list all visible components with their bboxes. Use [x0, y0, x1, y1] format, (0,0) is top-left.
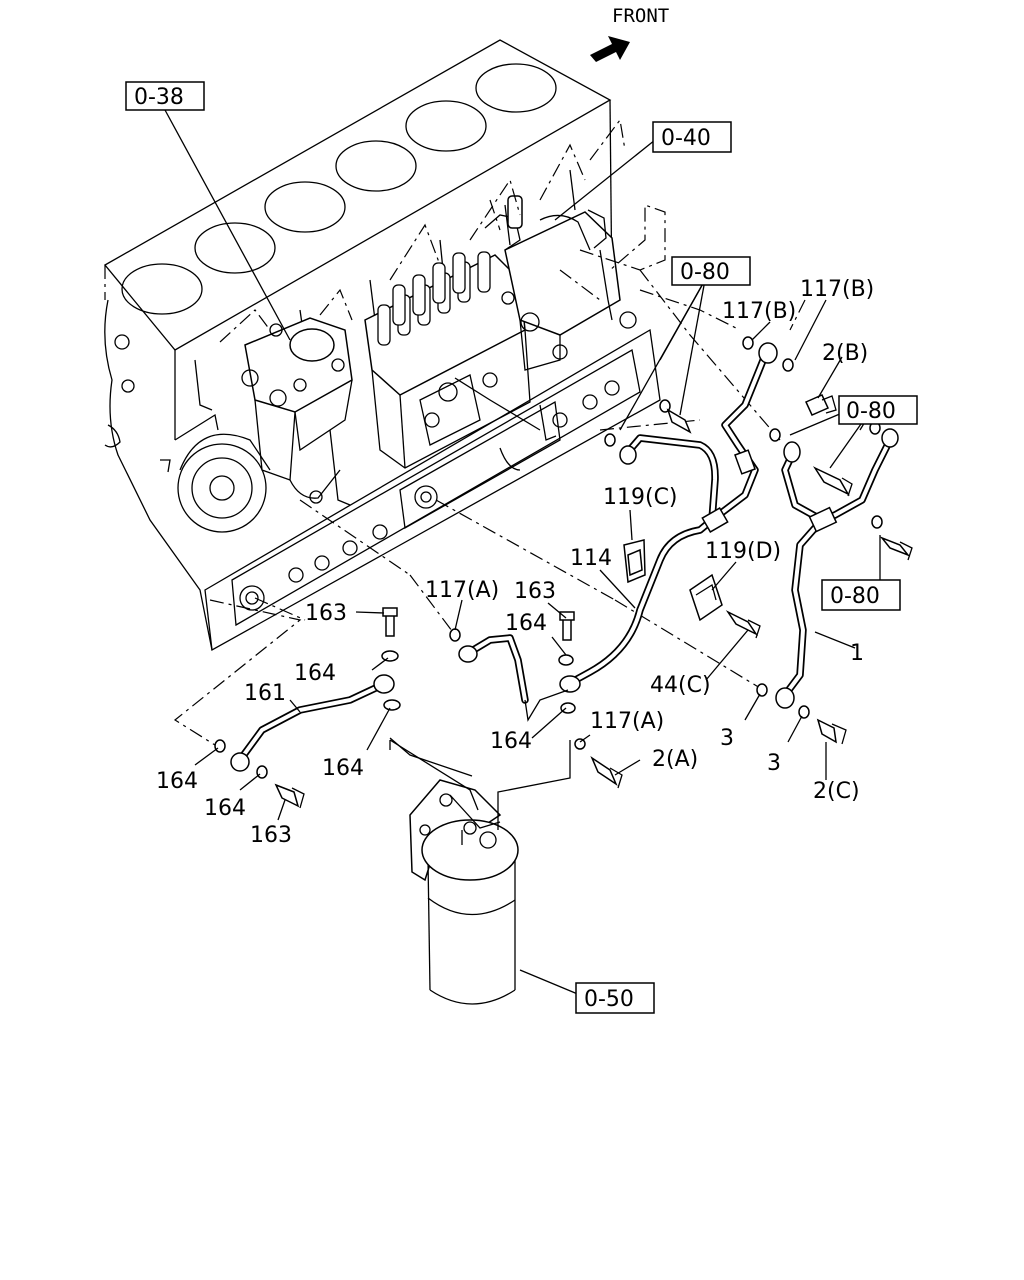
ref-box-0-80-a: 0-80: [671, 256, 751, 286]
pipe-filter-inlet: [389, 634, 571, 830]
label-117b-2: 117(B): [800, 277, 874, 302]
ref-box-0-80-c: 0-80: [821, 579, 901, 611]
label-164-bot: 164: [204, 796, 246, 821]
label-164-low: 164: [322, 756, 364, 781]
front-label: FRONT: [612, 5, 669, 27]
ref-label-0-40: 0-40: [661, 126, 711, 151]
air-compressor: [241, 317, 353, 506]
label-119c: 119(C): [603, 485, 678, 510]
label-2a: 2(A): [652, 747, 698, 772]
front-indicator: FRONT: [590, 5, 669, 62]
clamp-119d: [689, 573, 723, 622]
ref-label-0-38: 0-38: [134, 85, 184, 110]
label-163-top: 163: [514, 579, 556, 604]
label-164-far: 164: [156, 769, 198, 794]
label-3-b: 3: [767, 751, 781, 776]
label-119d: 119(D): [705, 539, 781, 564]
label-2c: 2(C): [813, 779, 860, 804]
clamp-119c: [623, 539, 646, 584]
label-163-left: 163: [305, 601, 347, 626]
ref-box-0-38: 0-38: [125, 81, 205, 111]
label-44c: 44(C): [650, 673, 711, 698]
fuel-filter: [389, 739, 519, 1005]
label-1: 1: [850, 641, 864, 666]
label-117b-1: 117(B): [722, 299, 796, 324]
label-164-left: 164: [294, 661, 336, 686]
pipe-1: [775, 428, 899, 709]
label-117a-2: 117(A): [590, 709, 664, 734]
ref-label-0-80-a: 0-80: [680, 260, 730, 285]
ref-box-0-50: 0-50: [575, 982, 655, 1014]
label-164-top: 164: [505, 611, 547, 636]
label-163-bot: 163: [250, 823, 292, 848]
injection-pump: [364, 251, 541, 469]
label-164-mid: 164: [490, 729, 532, 754]
ref-box-0-80-b: 0-80: [838, 395, 918, 425]
part-labels: 117(B) 117(B) 2(B) 119(C) 119(D) 114 117…: [156, 277, 874, 848]
hardware: [214, 336, 913, 809]
front-arrow-icon: [590, 36, 630, 62]
alignment-dashes: [173, 118, 806, 746]
ref-label-0-80-c: 0-80: [830, 584, 880, 609]
label-117a-1: 117(A): [425, 578, 499, 603]
ref-box-0-40: 0-40: [652, 121, 732, 153]
engine-block: [104, 39, 661, 652]
label-3-a: 3: [720, 726, 734, 751]
pipe-114: [559, 342, 778, 693]
governor-assembly: [484, 195, 666, 371]
pipe-161: [230, 674, 395, 772]
ref-label-0-80-b: 0-80: [846, 399, 896, 424]
label-2b: 2(B): [822, 341, 868, 366]
label-114: 114: [570, 546, 612, 571]
label-161: 161: [244, 681, 286, 706]
ref-label-0-50: 0-50: [584, 987, 634, 1012]
